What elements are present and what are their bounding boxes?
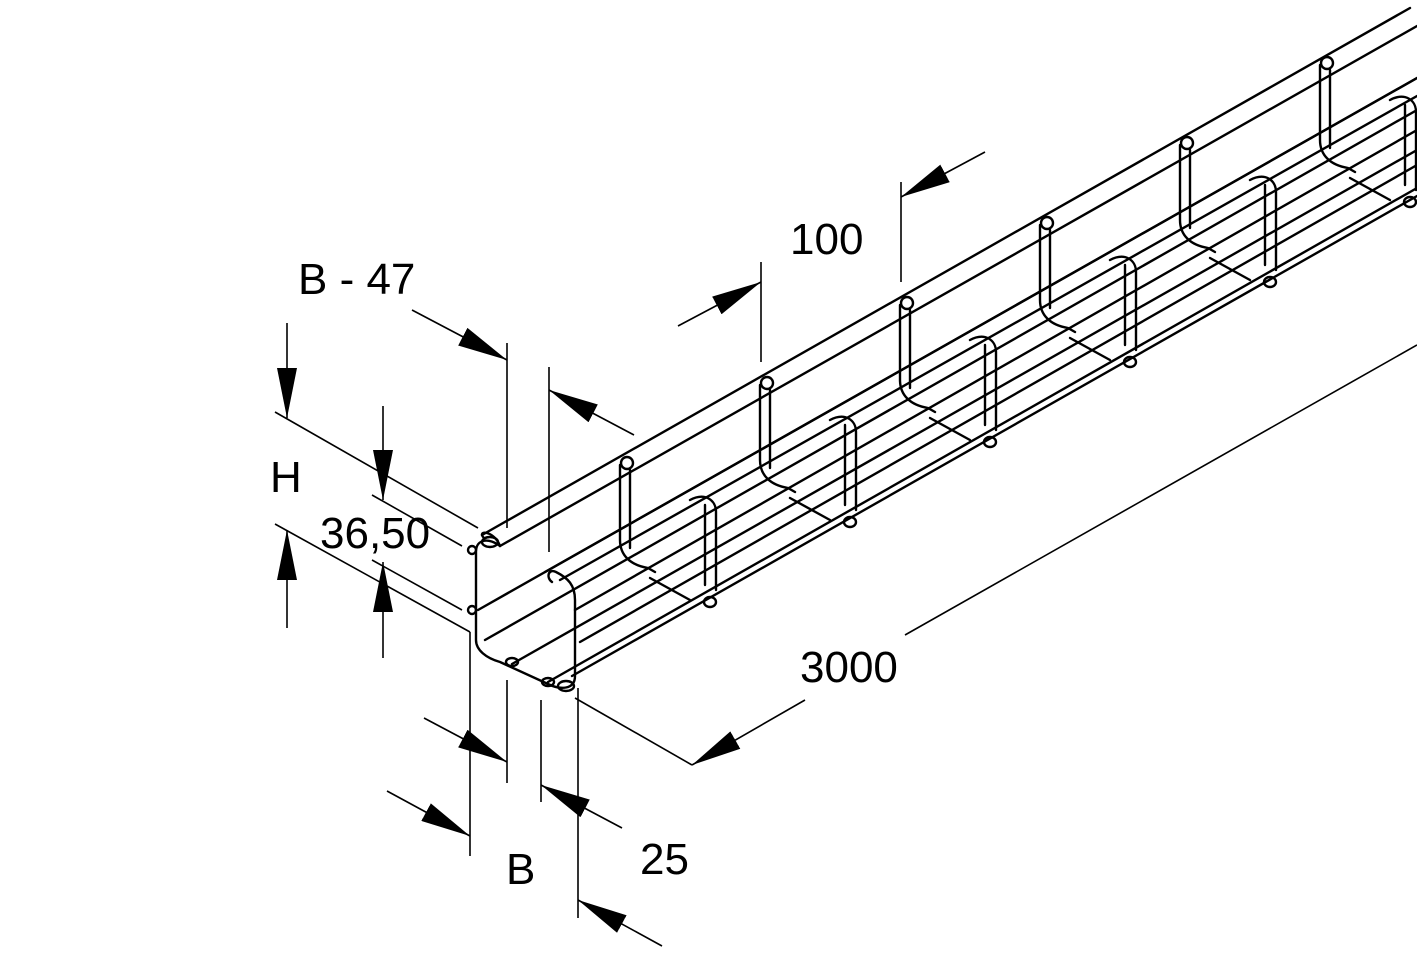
dim-label-pitch: 100 bbox=[790, 215, 864, 264]
longitudinal-wires bbox=[476, 6, 1417, 684]
dim-label-height: H bbox=[270, 453, 302, 502]
width-end-arrow bbox=[577, 899, 663, 947]
dim-label-length: 3000 bbox=[800, 643, 898, 692]
dim-label-width: B bbox=[506, 845, 536, 894]
edge-offset-arrow-right bbox=[540, 784, 623, 829]
end-frame bbox=[466, 531, 577, 693]
pitch-arrow-left bbox=[677, 281, 762, 327]
dim-label-wire-offset: 36,50 bbox=[320, 509, 431, 558]
dim-label-inner-width: B - 47 bbox=[298, 255, 416, 304]
dim-label-edge-offset: 25 bbox=[640, 835, 689, 884]
pitch-arrow-right bbox=[900, 151, 986, 198]
length-arrow bbox=[691, 699, 806, 766]
dimension-lines bbox=[274, 151, 1417, 947]
inner-width-arrow-right bbox=[548, 389, 635, 436]
inner-width-arrow-left bbox=[411, 309, 508, 361]
edge-offset-arrow-left bbox=[423, 717, 508, 763]
cross-frames bbox=[618, 55, 1417, 609]
width-arrow bbox=[386, 790, 471, 837]
